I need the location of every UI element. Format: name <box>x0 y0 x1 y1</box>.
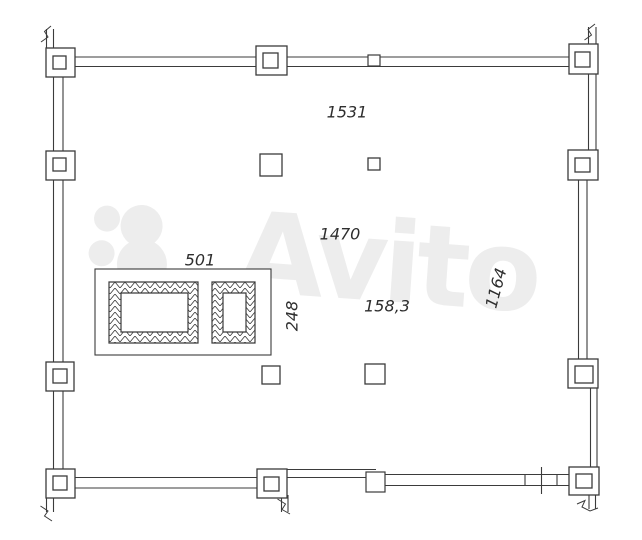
opening-tick-marks <box>524 467 558 494</box>
break-mark-icon <box>576 499 599 512</box>
wall-post-square <box>365 471 386 493</box>
break-mark-icon <box>277 498 291 515</box>
interior-column-marker <box>261 365 281 385</box>
break-marks <box>40 23 599 522</box>
break-mark-icon <box>40 505 53 522</box>
interior-column-marker <box>364 363 386 385</box>
column-marker <box>45 150 76 181</box>
pier-block <box>94 268 272 356</box>
left-wall <box>52 57 64 497</box>
dim-label-top-span: 1531 <box>326 102 368 122</box>
column-marker <box>567 358 599 389</box>
hatched-pier-right <box>211 281 256 344</box>
column-marker <box>45 47 76 78</box>
dim-label-block-height: 248 <box>282 300 302 332</box>
dim-label-area: 158,3 <box>364 296 410 316</box>
perimeter-columns <box>45 43 600 499</box>
column-marker <box>45 361 75 392</box>
bottom-wall <box>53 468 596 489</box>
column-marker <box>255 45 288 76</box>
column-marker <box>45 468 76 499</box>
column-marker <box>567 149 599 181</box>
break-mark-icon <box>40 25 52 43</box>
interior-column-marker <box>367 157 381 171</box>
interior-columns <box>259 153 386 385</box>
column-marker <box>256 468 288 499</box>
dim-label-block-width: 501 <box>184 250 216 270</box>
wall-post-squares <box>365 54 386 493</box>
interior-column-marker <box>259 153 283 177</box>
column-marker <box>568 466 600 496</box>
dim-label-mid-span: 1470 <box>319 224 361 244</box>
wall-post-square <box>367 54 381 67</box>
break-mark-icon <box>584 23 596 41</box>
column-marker <box>568 43 599 75</box>
right-wall <box>577 57 598 490</box>
top-wall <box>53 56 596 68</box>
